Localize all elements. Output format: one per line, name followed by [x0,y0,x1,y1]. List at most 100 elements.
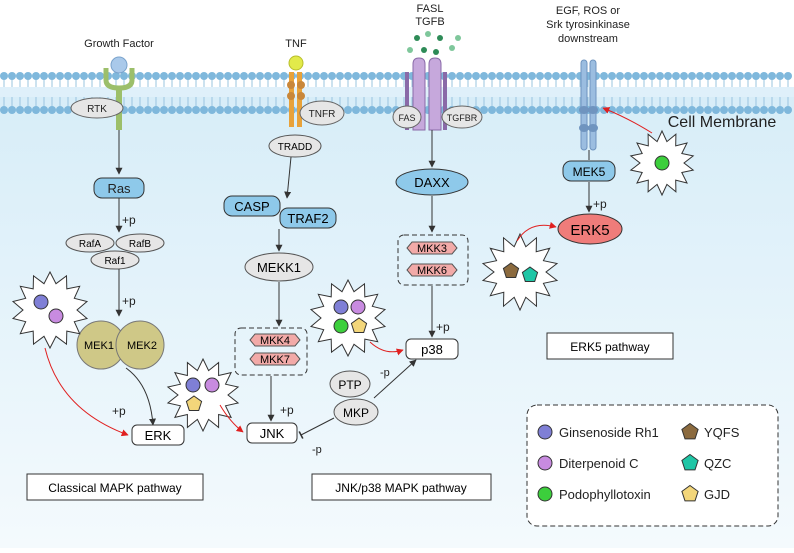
p38-node [405,338,459,360]
casp-node [223,195,281,217]
inhibit-arrow-p38 [369,341,404,356]
legend-label: Podophyllotoxin [559,487,651,502]
podophyllotoxin-icon [654,155,670,171]
erk5-label: ERK5 [570,222,609,239]
mkp-node [333,398,379,426]
cell-membrane-label: Cell Membrane [668,114,777,131]
jnk-node [246,422,298,444]
legend-marker-podophyllotoxin [537,486,553,502]
erk5-pathway-box [546,332,674,360]
jnk-p38-pathway-label: JNK/p38 MAPK pathway [335,481,466,495]
ptp-node [329,370,371,398]
legend-label: Ginsenoside Rh1 [559,425,659,440]
mkk-jnk-plus-p: +p [280,403,294,417]
legend-marker-ginsenoside-rh1 [537,424,553,440]
daxx-label: DAXX [414,175,450,190]
inhibit-arrow-egfr [602,107,653,134]
mkk3-node [406,241,458,255]
legend-marker-diterpenoid-c [537,455,553,471]
legend-box [526,404,779,527]
diterpenoid-c-icon [48,308,64,324]
ras-raf-plus-p: +p [122,213,136,227]
classical-pathway-label: Classical MAPK pathway [48,481,181,495]
drug-cluster-p38 [309,278,387,358]
legend: Ginsenoside Rh1 YQFS Diterpenoid C QZC Podop… [537,422,740,502]
legend-marker-gjd [681,484,699,502]
legend-label: YQFS [704,425,740,440]
inhibit-arrow-erk5 [516,221,557,242]
mek5-label: MEK5 [573,165,606,179]
ptp-p38-minus-p: -p [380,367,390,379]
qzc-icon [521,266,539,282]
egf-label-line1: EGF, ROS or [556,5,621,17]
mkk36-p38-plus-p: +p [436,320,450,334]
mek5-erk5-plus-p: +p [593,197,607,211]
ginsenoside-rh1-icon [33,294,49,310]
arrow-mek-erk [125,367,157,426]
raf-mek-plus-p: +p [122,294,136,308]
traf2-node [279,207,337,229]
mek2-label: MEK2 [127,340,157,352]
mkk7-node [249,352,301,366]
drug-cluster-erk5-left [481,232,559,312]
erk-node [131,424,185,446]
daxx-node [395,168,469,196]
rafb-label: RafB [129,239,152,250]
mek-erk-plus-p: +p [112,404,126,418]
erk-label: ERK [145,428,172,443]
inhibit-arrow-jnk [219,404,244,433]
mkk7-label: MKK7 [260,354,290,366]
mkp-inhibits-jnk [298,417,335,439]
diterpenoid-c-icon [350,299,366,315]
tnf-label: TNF [285,38,307,50]
legend-marker-qzc [681,453,699,471]
tgfbr-label: TGFBR [447,113,478,123]
traf2-label: TRAF2 [287,211,328,226]
tnfr-receptor: TNFR [287,55,345,127]
ptp-p38-arrow [373,359,417,399]
rtk-label: RTK [87,104,107,115]
egf-label-line2: Srk tyrosinkinase [546,19,630,31]
rafa-node [65,233,115,253]
growth-factor-label: Growth Factor [84,38,154,50]
drug-cluster-erk5-right [629,129,695,197]
drug-cluster-jnk [166,357,240,433]
fasl-label: FASL [417,3,444,15]
mkk36-box [397,234,469,286]
drug-cluster-classical [11,270,89,350]
raf1-label: Raf1 [104,256,126,267]
rtk-receptor: RTK [70,56,135,130]
fas-label: FAS [398,113,415,123]
legend-label: GJD [704,487,730,502]
erk5-pathway-label: ERK5 pathway [570,340,649,354]
mkp-jnk-minus-p: -p [312,444,322,456]
raf1-node [90,250,140,270]
ginsenoside-rh1-icon [185,377,201,393]
tradd-node [268,134,322,158]
tradd-label: TRADD [278,142,312,153]
casp-label: CASP [234,199,269,214]
ras-label: Ras [107,181,131,196]
yqfs-icon [502,262,520,278]
mkk4-label: MKK4 [260,335,290,347]
p38-label: p38 [421,342,443,357]
mekk1-node [244,252,314,282]
classical-pathway-box [26,473,204,501]
fas-tgfbr-receptor: FAS TGFBR [392,31,483,131]
egf-label-line3: downstream [558,33,618,45]
jnk-label: JNK [260,426,285,441]
arrow-tradd-casp [284,156,292,199]
mkk6-node [406,263,458,277]
mek5-node [562,160,616,182]
legend-label: Diterpenoid C [559,456,639,471]
legend-label: QZC [704,456,731,471]
mkk4-node [249,333,301,347]
ptp-label: PTP [338,378,361,392]
tgfb-label: TGFB [415,16,444,28]
egf-receptor [579,59,598,151]
rafa-label: RafA [79,239,102,250]
tnfr-label: TNFR [309,109,336,120]
mkp-label: MKP [343,406,369,420]
mekk1-label: MEKK1 [257,260,301,275]
